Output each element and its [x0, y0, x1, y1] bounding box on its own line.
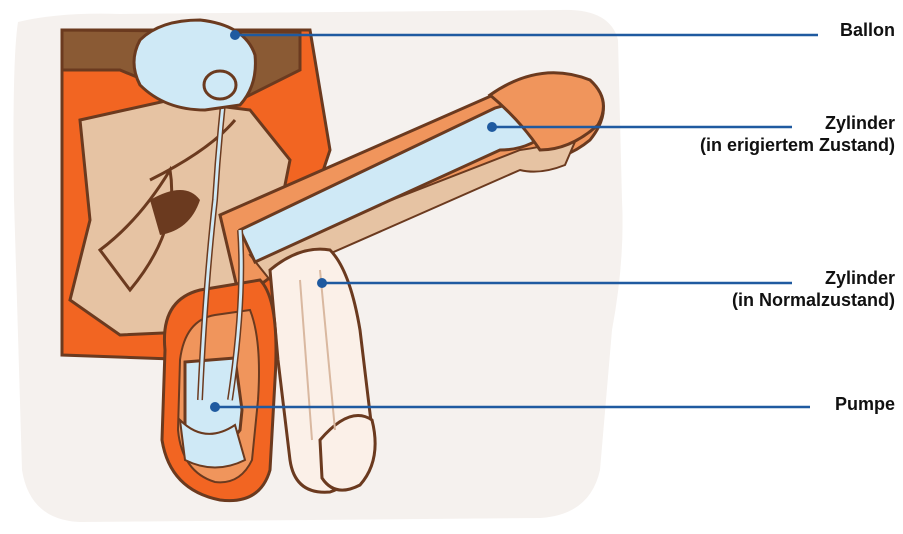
balloon-valve: [204, 71, 236, 99]
label-zylinder-normal-line2: (in Normalzustand): [732, 289, 895, 311]
label-zylinder-erigiert-line1: Zylinder: [700, 112, 895, 134]
leader-pumpe-dot: [210, 402, 220, 412]
label-pumpe: Pumpe: [835, 393, 895, 415]
label-zylinder-normal-line1: Zylinder: [732, 267, 895, 289]
label-pumpe-text: Pumpe: [835, 393, 895, 415]
leader-zylinder-erigiert-dot: [487, 122, 497, 132]
label-ballon: Ballon: [840, 19, 895, 41]
label-zylinder-erigiert: Zylinder (in erigiertem Zustand): [700, 112, 895, 156]
leader-ballon-dot: [230, 30, 240, 40]
label-zylinder-normal: Zylinder (in Normalzustand): [732, 267, 895, 311]
label-ballon-text: Ballon: [840, 19, 895, 41]
label-zylinder-erigiert-line2: (in erigiertem Zustand): [700, 134, 895, 156]
leader-zylinder-normal-dot: [317, 278, 327, 288]
